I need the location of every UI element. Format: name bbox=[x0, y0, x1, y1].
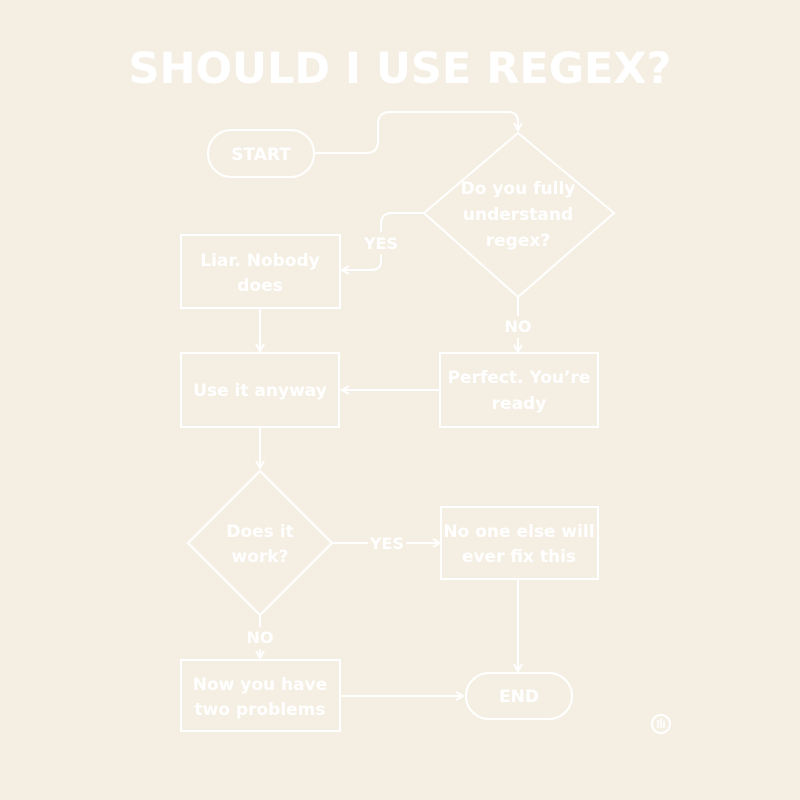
end-terminal bbox=[465, 672, 573, 720]
understand-yes-label: YES bbox=[363, 234, 398, 253]
two-problems-line-2: two problems bbox=[194, 700, 325, 720]
perfect-line-1: Perfect. You’re bbox=[448, 368, 591, 388]
liar-process bbox=[180, 234, 341, 309]
edge-start-to-understand bbox=[314, 111, 518, 154]
works-line-1: Does it bbox=[226, 522, 293, 542]
understand-line-2: understand bbox=[463, 205, 573, 225]
no-one-line-2: ever fix this bbox=[462, 547, 576, 567]
perfect-process bbox=[439, 352, 599, 428]
works-line-2: work? bbox=[232, 547, 289, 567]
yes-label-bg bbox=[362, 232, 400, 254]
cursor-hand-icon bbox=[651, 714, 671, 734]
no-label-bg bbox=[502, 316, 536, 338]
works-no-label: NO bbox=[247, 628, 274, 647]
liar-line-2: does bbox=[237, 276, 283, 296]
understand-no-label: NO bbox=[505, 317, 532, 336]
no-one-line-1: No one else will bbox=[443, 522, 594, 542]
perfect-line-2: ready bbox=[492, 394, 547, 414]
works-decision bbox=[186, 469, 334, 617]
flowchart-title: SHOULD I USE REGEX? bbox=[129, 44, 672, 94]
works-yes-bg bbox=[368, 532, 406, 554]
two-problems-line-1: Now you have bbox=[193, 675, 328, 695]
end-label: END bbox=[499, 687, 539, 707]
understand-line-1: Do you fully bbox=[461, 179, 576, 199]
use-anyway-label: Use it anyway bbox=[193, 381, 327, 401]
liar-line-1: Liar. Nobody bbox=[200, 251, 319, 271]
works-yes-label: YES bbox=[369, 534, 404, 553]
works-no-bg bbox=[244, 627, 278, 649]
understand-line-3: regex? bbox=[486, 231, 550, 251]
start-label: START bbox=[231, 145, 291, 165]
two-problems-process bbox=[180, 659, 341, 732]
no-one-process bbox=[440, 506, 599, 580]
